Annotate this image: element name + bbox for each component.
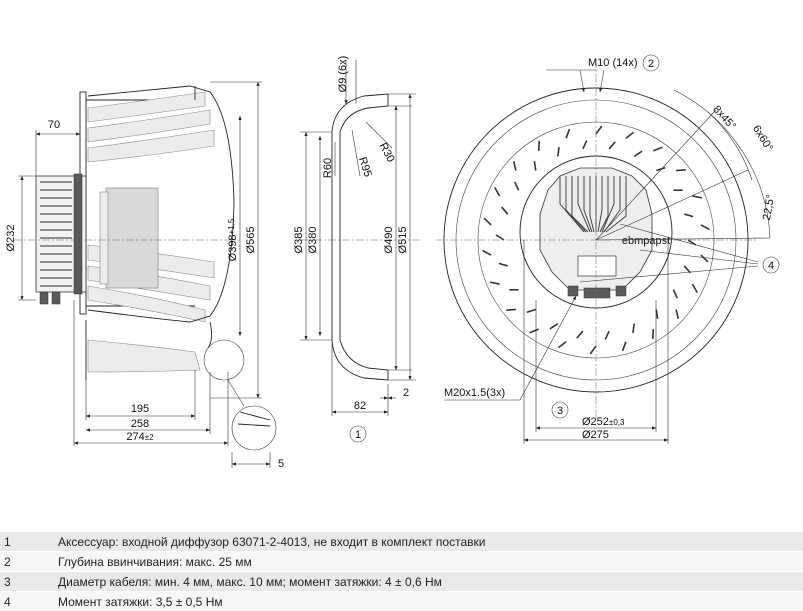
legend-text: Момент затяжки: 3,5 ± 0,5 Нм — [54, 591, 803, 611]
dim-515: Ø515 — [397, 227, 409, 254]
callout-3: 3 — [557, 405, 563, 417]
legend-text: Диаметр кабеля: мин. 4 мм, макс. 10 мм; … — [54, 571, 803, 592]
dim-380: Ø380 — [307, 227, 319, 254]
dim-252: Ø252±0,3 — [582, 416, 625, 428]
dim-r60: R60 — [322, 158, 334, 178]
dim-490: Ø490 — [383, 227, 395, 254]
dim-232: Ø232 — [5, 225, 17, 252]
dim-m10-14x: M10 (14x) — [588, 57, 638, 69]
impeller-vanes — [482, 125, 710, 355]
technical-drawing: Ø232 70 Ø398+1,5 Ø565 5 195 258 274±2 — [5, 54, 780, 470]
dim-275: Ø275 — [582, 429, 609, 441]
circuit-traces — [559, 176, 627, 233]
angle-6x60: 6x60° — [750, 123, 775, 153]
legend-text: Глубина ввинчивания: макс. 25 мм — [54, 551, 803, 572]
callout-4: 4 — [768, 260, 774, 272]
dim-r95: R95 — [356, 156, 374, 179]
legend-number: 2 — [0, 551, 54, 572]
dim-82: 82 — [354, 400, 366, 412]
front-view: ebmpapst M10 (14x) 2 8x45° 6x60° 22,5° 4… — [436, 54, 780, 444]
legend-number: 1 — [0, 531, 54, 552]
legend-text: Аксессуар: входной диффузор 63071-2-4013… — [54, 531, 803, 552]
dim-9-6x: Ø9 (6x) — [337, 56, 349, 93]
dim-2: 2 — [403, 387, 409, 399]
callout-2: 2 — [648, 58, 654, 70]
dim-565: Ø565 — [245, 227, 257, 254]
dim-258: 258 — [131, 418, 149, 430]
legend-number: 4 — [0, 591, 54, 611]
legend-number: 3 — [0, 571, 54, 592]
dim-m20: M20x1.5(3x) — [444, 387, 505, 399]
dim-385: Ø385 — [293, 227, 305, 254]
label-plate: ebmpapst — [622, 235, 670, 247]
dim-r30: R30 — [377, 141, 397, 164]
dim-70: 70 — [48, 119, 60, 131]
dim-195: 195 — [131, 403, 149, 415]
dim-274: 274±2 — [126, 431, 154, 443]
dim-5: 5 — [278, 458, 284, 470]
callout-1: 1 — [355, 429, 361, 441]
dim-398: Ø398+1,5 — [227, 218, 239, 261]
angle-22-5: 22,5° — [761, 194, 777, 222]
diffuser-view: Ø9 (6x) R30 R60 R95 Ø385 Ø380 Ø490 Ø515 … — [293, 56, 420, 443]
cooling-fins — [40, 181, 72, 287]
side-view: Ø232 70 Ø398+1,5 Ø565 5 195 258 274±2 — [5, 81, 284, 470]
